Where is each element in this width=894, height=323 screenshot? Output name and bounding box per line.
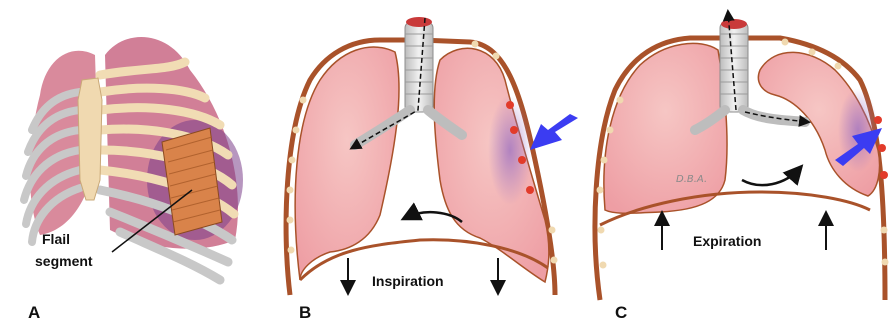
sternum (78, 78, 102, 200)
panel-letter-a: A (28, 303, 40, 322)
panel-b-inspiration: Inspiration B (286, 17, 578, 322)
flail-label-line2: segment (35, 253, 93, 269)
panel-letter-c: C (615, 303, 627, 322)
panel-a-rib-cage: Flail segment A (24, 37, 243, 322)
mediastinal-shift-arrow-c (742, 168, 800, 185)
blue-arrow-inward-b (530, 114, 578, 150)
flail-label-line1: Flail (42, 231, 70, 247)
left-lung-c (604, 43, 727, 213)
bruise-b (488, 95, 532, 205)
panel-c-expiration: D.B.A. Expiration C (595, 12, 889, 322)
trachea-c (720, 22, 748, 112)
artist-initials: D.B.A. (676, 174, 707, 185)
caption-inspiration: Inspiration (372, 273, 444, 289)
panel-letter-b: B (299, 303, 311, 322)
caption-expiration: Expiration (693, 233, 761, 249)
